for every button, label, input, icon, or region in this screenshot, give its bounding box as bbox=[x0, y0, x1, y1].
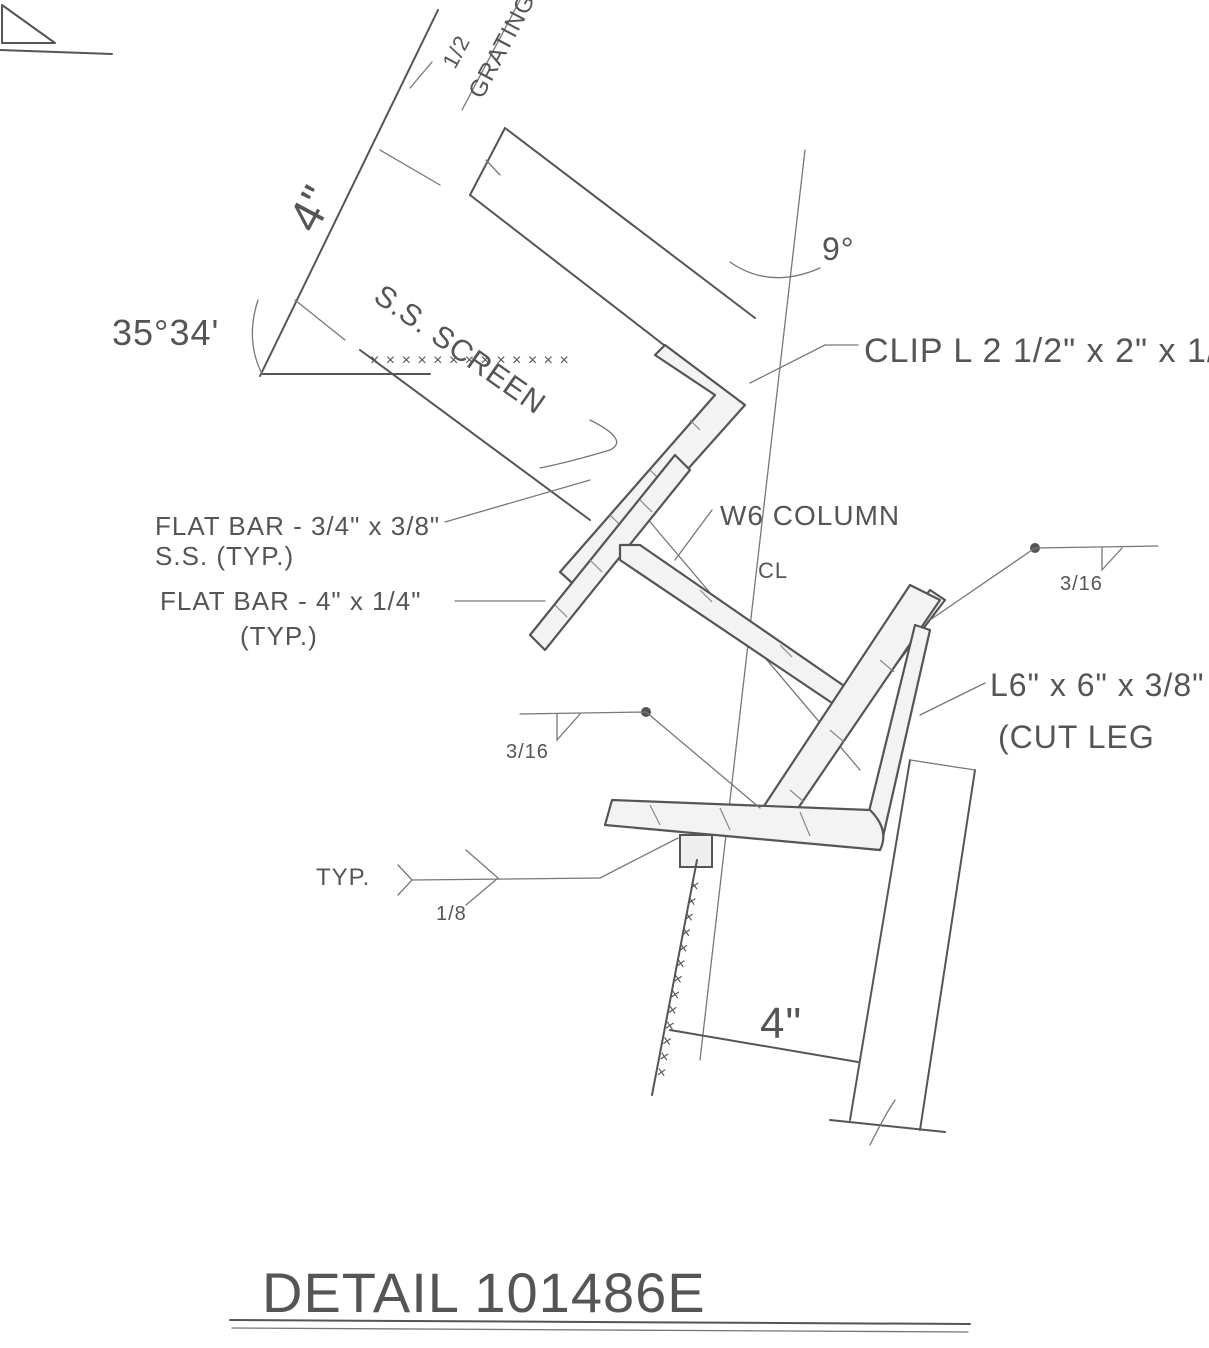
bottom-dimension: 4" bbox=[669, 999, 859, 1063]
flatbar-4-line1: FLAT BAR - 4" x 1/4" bbox=[160, 586, 421, 616]
title-block: DETAIL 101486E bbox=[229, 1261, 971, 1333]
column-label: W6 COLUMN bbox=[720, 500, 900, 531]
grating-dim-label: 1/2 bbox=[437, 31, 475, 72]
l6-label-line1: L6" x 6" x 3/8" bbox=[990, 667, 1205, 703]
weld-left-size: 3/16 bbox=[506, 741, 549, 763]
weld-symbol-typ: TYP. 1/8 bbox=[316, 837, 679, 925]
dim-top-label: 4" bbox=[278, 177, 345, 240]
screen-label: S.S. SCREEN bbox=[368, 279, 552, 421]
angle-left: 35°34' bbox=[112, 299, 431, 375]
l6-callout: L6" x 6" x 3/8" (CUT LEG bbox=[919, 667, 1205, 755]
clip-callout: CLIP L 2 1/2" x 2" x 1/4" bbox=[749, 332, 1209, 384]
weld-right-size: 3/16 bbox=[1060, 573, 1103, 595]
dim-bottom-label: 4" bbox=[760, 999, 802, 1048]
l6-label-line2: (CUT LEG bbox=[998, 719, 1155, 755]
flatbar-ss-callout: FLAT BAR - 3/4" x 3/8" S.S. (TYP.) bbox=[155, 479, 591, 571]
weld-typ-label: TYP. bbox=[316, 864, 370, 891]
svg-text:× × × × × × × × × × × × ×: × × × × × × × × × × × × × bbox=[651, 879, 702, 1079]
lower-support bbox=[829, 759, 976, 1146]
section-mark-icon bbox=[0, 4, 113, 55]
angle-left-label: 35°34' bbox=[112, 312, 219, 353]
column-centerline: 9° bbox=[639, 149, 861, 1061]
clip-label: CLIP L 2 1/2" x 2" x 1/4" bbox=[864, 332, 1209, 370]
angle-right-label: 9° bbox=[822, 231, 855, 267]
flatbar-ss-line2: S.S. (TYP.) bbox=[155, 541, 294, 571]
detail-title: DETAIL 101486E bbox=[262, 1261, 706, 1324]
column-cl-label: CL bbox=[758, 558, 788, 583]
weld-symbol-right: 3/16 bbox=[929, 543, 1159, 621]
bottom-plate bbox=[603, 798, 885, 868]
svg-text:× × × × × × × × × × × × ×: × × × × × × × × × × × × × bbox=[370, 352, 570, 369]
flatbar-ss-line1: FLAT BAR - 3/4" x 3/8" bbox=[155, 511, 440, 541]
flatbar-4-line2: (TYP.) bbox=[240, 621, 318, 651]
grating-label: GRATING bbox=[463, 0, 541, 103]
weld-typ-size: 1/8 bbox=[436, 903, 467, 925]
flat-bar-4 bbox=[528, 453, 692, 652]
clip-angle bbox=[558, 343, 747, 592]
column-callout: W6 COLUMN CL bbox=[674, 500, 900, 583]
screen-lower: × × × × × × × × × × × × × bbox=[651, 859, 703, 1096]
weld-symbol-left: 3/16 bbox=[506, 707, 761, 809]
flatbar-4-callout: FLAT BAR - 4" x 1/4" (TYP.) bbox=[160, 586, 546, 651]
